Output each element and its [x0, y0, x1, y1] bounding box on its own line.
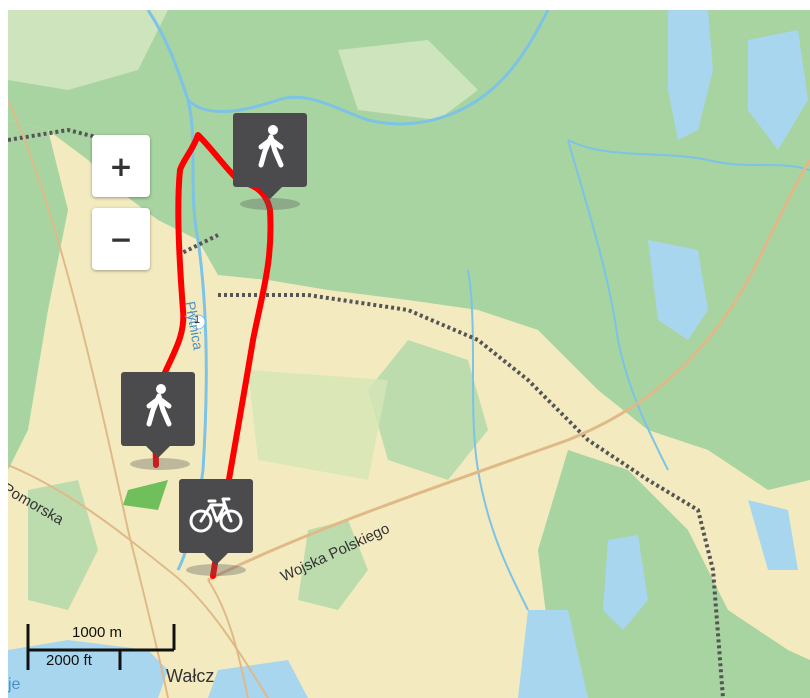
pedestrian-icon — [146, 384, 172, 427]
marker-shadow — [186, 564, 246, 576]
pedestrian-icon — [258, 125, 284, 168]
scale-metric-label: 1000 m — [72, 624, 123, 641]
route-badge-number: 1 — [194, 314, 201, 326]
scale-imperial-label: 2000 ft — [46, 652, 92, 669]
map-canvas[interactable]: Wojska Polskiego Pomorska Płytnica 1 Wał… — [8, 10, 810, 698]
marker-shadow — [130, 458, 190, 470]
marker-pointer — [258, 187, 282, 199]
marker-pointer — [146, 446, 170, 458]
scale-bar — [26, 624, 176, 670]
marker-shadow — [240, 198, 300, 210]
marker-pointer — [204, 553, 228, 565]
bicycle-marker[interactable] — [179, 479, 253, 553]
pedestrian-marker-end[interactable] — [121, 372, 195, 446]
bicycle-icon — [189, 497, 243, 533]
zoom-out-button[interactable]: − — [92, 208, 150, 270]
lake-label-partial: je — [8, 676, 21, 693]
pedestrian-marker-start[interactable] — [233, 113, 307, 187]
zoom-in-button[interactable]: + — [92, 135, 150, 197]
town-label: Wałcz — [166, 666, 215, 686]
route-line — [152, 132, 274, 579]
map-base-layer — [8, 10, 810, 698]
